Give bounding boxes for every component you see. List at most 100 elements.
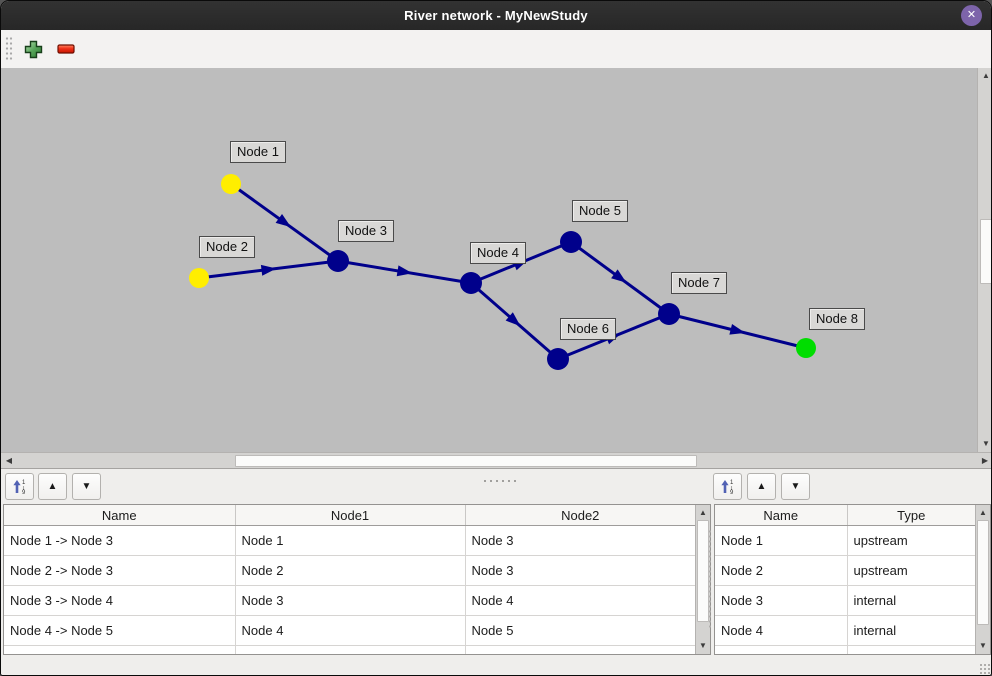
table-cell[interactable]: [235, 645, 466, 654]
table-cell[interactable]: upstream: [847, 525, 975, 556]
scroll-left-icon[interactable]: ◀: [5, 456, 13, 465]
river-node[interactable]: [658, 303, 680, 325]
remove-branch-button[interactable]: [54, 37, 78, 61]
hscroll-thumb[interactable]: [235, 455, 697, 467]
table-cell[interactable]: Node 4: [465, 585, 695, 616]
scroll-down-icon[interactable]: ▼: [699, 641, 707, 650]
river-node[interactable]: [327, 250, 349, 272]
canvas-horizontal-scrollbar[interactable]: ◀ ▶: [1, 452, 991, 468]
river-node[interactable]: [189, 268, 209, 288]
table-cell[interactable]: Node 2: [235, 555, 466, 586]
vscroll-thumb[interactable]: [980, 219, 991, 284]
sort-ascending-icon: 1 9: [721, 479, 734, 495]
river-node[interactable]: [560, 231, 582, 253]
column-header[interactable]: Name: [4, 505, 236, 526]
table-cell[interactable]: [465, 645, 695, 654]
table-cell[interactable]: Node 1 -> Node 3: [4, 525, 236, 556]
table-cell[interactable]: Node 3: [465, 555, 695, 586]
table-cell[interactable]: [847, 645, 975, 654]
table-cell[interactable]: internal: [847, 615, 975, 646]
table-cell[interactable]: Node 3 -> Node 4: [4, 585, 236, 616]
river-node[interactable]: [547, 348, 569, 370]
table-cell[interactable]: Node 5: [465, 615, 695, 646]
branches-move-down-button[interactable]: ▼: [72, 473, 101, 500]
node-label: Node 3: [338, 220, 394, 242]
add-branch-button[interactable]: [21, 37, 45, 61]
river-node[interactable]: [221, 174, 241, 194]
column-header[interactable]: Node1: [235, 505, 466, 526]
table-cell[interactable]: Node 4 -> Node 5: [4, 615, 236, 646]
nodes-move-up-button[interactable]: ▲: [747, 473, 776, 500]
flow-direction-arrow-icon: [260, 264, 277, 276]
tables-splitter-handle[interactable]: [708, 529, 712, 629]
red-minus-icon: [57, 44, 75, 54]
nodes-sort-button[interactable]: 1 9: [713, 473, 742, 500]
table-cell[interactable]: Node 4: [235, 615, 466, 646]
table-cell[interactable]: Node 3: [235, 585, 466, 616]
branches-sort-button[interactable]: 1 9: [5, 473, 34, 500]
scroll-up-icon[interactable]: ▲: [699, 508, 707, 517]
scroll-up-icon[interactable]: ▲: [979, 508, 987, 517]
move-up-icon: ▲: [47, 480, 58, 492]
window-resize-grip[interactable]: [979, 663, 991, 675]
close-button[interactable]: ✕: [961, 5, 982, 26]
table-cell[interactable]: Node 3: [465, 525, 695, 556]
table-cell[interactable]: [4, 645, 236, 654]
node-label: Node 8: [809, 308, 865, 330]
table-cell[interactable]: Node 3: [715, 585, 848, 616]
scroll-down-icon[interactable]: ▼: [982, 439, 990, 448]
node-label: Node 4: [470, 242, 526, 264]
table-cell[interactable]: [715, 645, 848, 654]
scroll-up-icon[interactable]: ▲: [982, 71, 990, 80]
table-cell[interactable]: Node 1: [235, 525, 466, 556]
river-node[interactable]: [460, 272, 482, 294]
svg-text:9: 9: [22, 490, 26, 495]
table-cell[interactable]: Node 1: [715, 525, 848, 556]
nodes-move-down-button[interactable]: ▼: [781, 473, 810, 500]
scroll-right-icon[interactable]: ▶: [981, 456, 989, 465]
window-title: River network - MyNewStudy: [404, 8, 588, 23]
titlebar[interactable]: River network - MyNewStudy ✕: [1, 1, 991, 30]
nodes-table-scrollbar[interactable]: ▲ ▼: [975, 505, 990, 654]
table-row[interactable]: [715, 645, 975, 654]
flow-direction-arrow-icon: [611, 269, 627, 283]
table-cell[interactable]: Node 2: [715, 555, 848, 586]
table-cell[interactable]: internal: [847, 585, 975, 616]
move-down-icon: ▼: [81, 480, 92, 492]
table-cell[interactable]: Node 4: [715, 615, 848, 646]
scroll-down-icon[interactable]: ▼: [979, 641, 987, 650]
table-cell[interactable]: Node 2 -> Node 3: [4, 555, 236, 586]
canvas-vertical-scrollbar[interactable]: ▲ ▼: [977, 68, 991, 452]
move-down-icon: ▼: [790, 480, 801, 492]
column-header[interactable]: Node2: [465, 505, 695, 526]
main-toolbar: [1, 30, 991, 69]
node-label: Node 6: [560, 318, 616, 340]
sort-ascending-icon: 1 9: [13, 479, 26, 495]
move-up-icon: ▲: [756, 480, 767, 492]
flow-direction-arrow-icon: [275, 213, 291, 228]
nodes-scroll-thumb[interactable]: [977, 520, 989, 625]
toolbar-drag-handle[interactable]: [5, 36, 13, 62]
branches-move-up-button[interactable]: ▲: [38, 473, 67, 500]
column-header[interactable]: Type: [847, 505, 975, 526]
table-cell[interactable]: upstream: [847, 555, 975, 586]
node-label: Node 2: [199, 236, 255, 258]
column-header[interactable]: Name: [715, 505, 848, 526]
splitter-handle[interactable]: [482, 479, 516, 483]
svg-text:1: 1: [730, 480, 734, 486]
river-node[interactable]: [796, 338, 816, 358]
table-row[interactable]: [4, 645, 695, 654]
